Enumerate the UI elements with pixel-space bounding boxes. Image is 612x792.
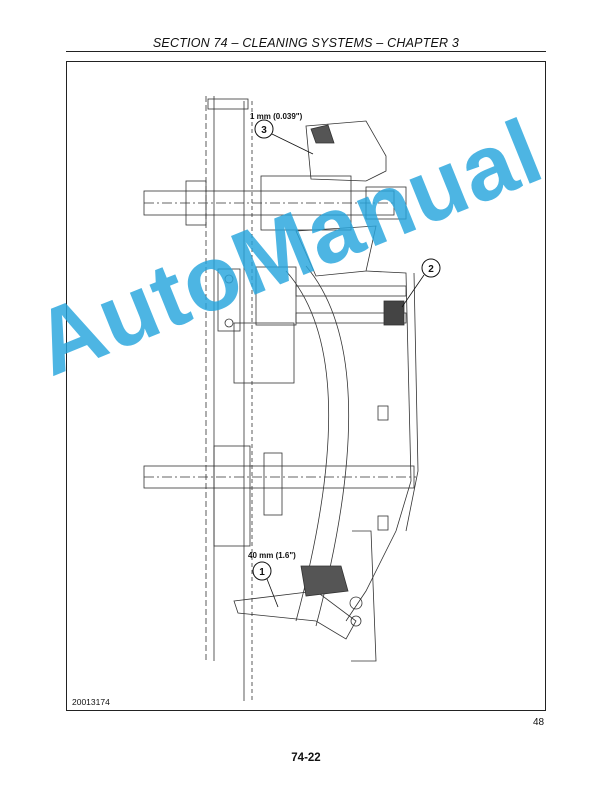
technical-drawing: 1 mm (0.039") 3 2 40 mm (1.6") 1 bbox=[143, 96, 441, 701]
header-rule bbox=[66, 51, 546, 52]
section-header: SECTION 74 – CLEANING SYSTEMS – CHAPTER … bbox=[152, 36, 460, 50]
page-number: 74-22 bbox=[291, 752, 321, 764]
callout-1-number: 1 bbox=[259, 567, 265, 578]
callout-2-number: 2 bbox=[428, 264, 434, 275]
figure-number: 48 bbox=[533, 717, 545, 728]
figure-frame bbox=[66, 61, 546, 711]
callout-1-label: 40 mm (1.6") bbox=[248, 551, 296, 560]
callout-3-number: 3 bbox=[261, 125, 267, 136]
callout-3-label: 1 mm (0.039") bbox=[250, 112, 303, 121]
figure-id: 20013174 bbox=[72, 697, 110, 707]
